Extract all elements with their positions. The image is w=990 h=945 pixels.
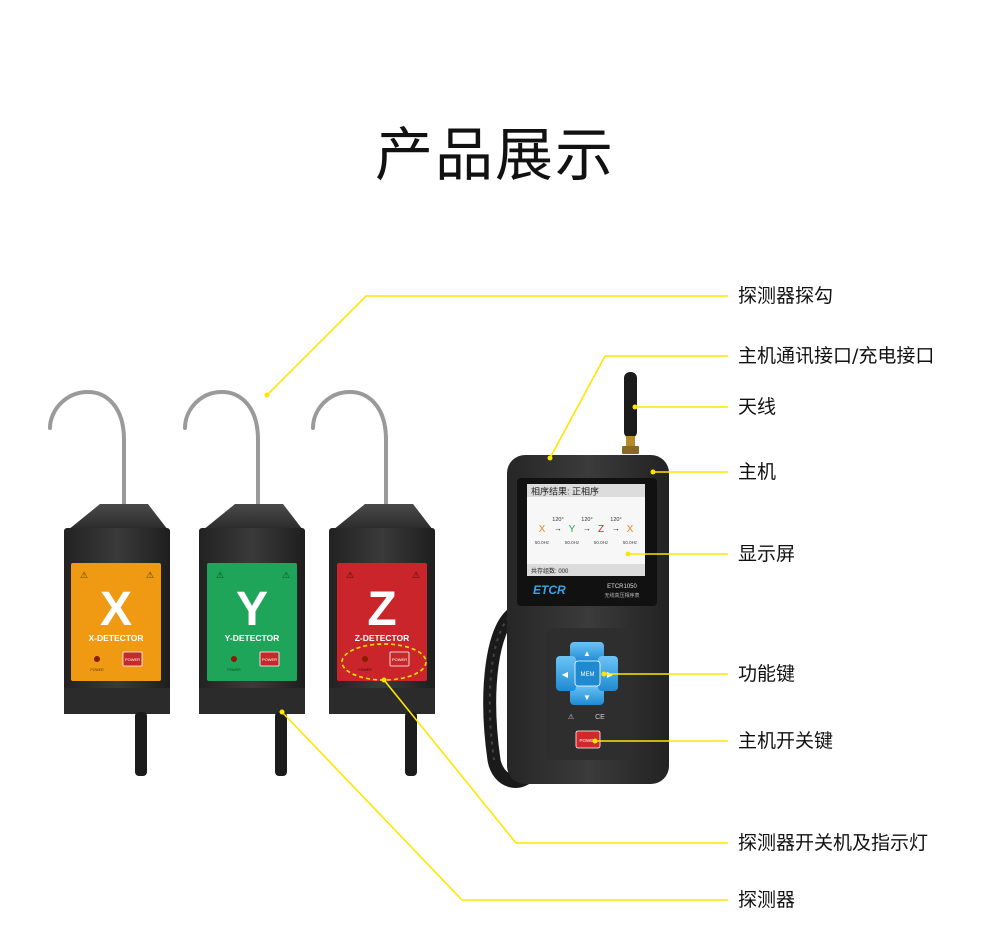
detector-roof-y xyxy=(203,504,303,530)
detector-power-button-z[interactable] xyxy=(389,651,410,667)
svg-text:POWER: POWER xyxy=(262,657,277,662)
detector-name-y: Y-DETECTOR xyxy=(225,633,280,643)
host-model: ETCR1050 xyxy=(607,584,637,590)
indicator-led-x xyxy=(94,656,100,662)
leader-detector-power-indicator xyxy=(383,679,728,844)
callout-antenna: 天线 xyxy=(738,396,777,418)
probe-hook-x xyxy=(48,389,126,507)
screen-header: 相序结果: 正相序 xyxy=(531,486,599,497)
detector-probe-y xyxy=(275,712,287,776)
detector-label-panel-x xyxy=(71,563,161,681)
screen-phase-y: Y xyxy=(569,524,576,535)
svg-text:50.0Hz: 50.0Hz xyxy=(535,540,550,545)
key-mem[interactable] xyxy=(574,660,601,687)
host-device: 相序结果: 正相序 120° 120° 120° X → Y → Z → X 5… xyxy=(483,372,669,788)
detector-power-button-x[interactable] xyxy=(122,651,143,667)
probe-hook-y xyxy=(183,389,260,507)
power-indicator-highlight xyxy=(341,643,427,681)
probe-hook-z xyxy=(311,389,388,507)
screen-footer: 共存组数: 000 xyxy=(531,567,569,575)
warning-icon: ⚠ xyxy=(216,570,224,580)
svg-text:120°: 120° xyxy=(581,517,592,523)
indicator-led-y xyxy=(231,656,237,662)
svg-text:120°: 120° xyxy=(552,517,563,523)
detector-power-button-y[interactable] xyxy=(259,651,280,667)
detector-roof-z xyxy=(333,504,433,530)
callout-host-power-key: 主机开关键 xyxy=(738,730,834,752)
arrow-right-icon: → xyxy=(554,524,562,533)
svg-text:POWER: POWER xyxy=(125,657,140,662)
screen-phase-z: Z xyxy=(598,524,604,535)
key-left[interactable] xyxy=(556,656,576,691)
callout-host: 主机 xyxy=(738,461,777,483)
callout-display: 显示屏 xyxy=(738,543,796,565)
svg-text:POWER: POWER xyxy=(392,657,407,662)
detector-label-panel-y xyxy=(207,563,297,681)
warning-icon: ⚠ xyxy=(412,570,420,580)
key-down[interactable] xyxy=(570,685,604,705)
detector-letter-z: Z xyxy=(367,583,396,636)
leader-probe-hook xyxy=(266,295,728,396)
detector-z: ⚠ ⚠ Z Z-DETECTOR POWER POWER xyxy=(311,389,435,776)
arrow-left-icon: ◀ xyxy=(562,670,569,679)
display-screen xyxy=(527,484,645,576)
detector-name-z: Z-DETECTOR xyxy=(355,633,410,643)
leader-comm-port xyxy=(549,355,728,459)
detector-name-x: X-DETECTOR xyxy=(88,633,143,643)
arrow-right-icon: → xyxy=(612,524,620,533)
detector-probe-z xyxy=(405,712,417,776)
detector-roof-x xyxy=(68,504,168,530)
key-up[interactable] xyxy=(570,642,604,662)
callout-comm-port: 主机通讯接口/充电接口 xyxy=(738,345,935,367)
svg-text:POWER: POWER xyxy=(579,738,597,743)
antenna xyxy=(624,372,637,438)
mem-label: MEM xyxy=(581,672,595,678)
warning-icon: ⚠ xyxy=(146,570,154,580)
callout-detector-power-indicator: 探测器开关机及指示灯 xyxy=(738,832,929,854)
page-title: 产品展示 xyxy=(374,121,615,189)
svg-text:POWER: POWER xyxy=(227,668,241,672)
svg-text:POWER: POWER xyxy=(90,668,104,672)
detector-label-panel-z xyxy=(337,563,427,681)
detector-letter-x: X xyxy=(100,583,132,636)
svg-text:50.0Hz: 50.0Hz xyxy=(565,540,580,545)
leader-lines xyxy=(266,295,728,901)
svg-text:120°: 120° xyxy=(610,517,621,523)
arrow-up-icon: ▲ xyxy=(583,649,591,658)
arrow-right-icon: → xyxy=(583,524,591,533)
arrow-down-icon: ▼ xyxy=(583,693,591,702)
brand-logo: ETCR xyxy=(533,583,566,597)
callout-detector: 探测器 xyxy=(738,889,796,911)
callout-function-keys: 功能键 xyxy=(738,663,796,685)
host-power-button[interactable] xyxy=(575,730,601,749)
screen-phase-x2: X xyxy=(627,524,634,535)
warning-icon: ⚠ xyxy=(80,570,88,580)
screen-phase-x: X xyxy=(539,524,546,535)
warning-icon: ⚠ xyxy=(346,570,354,580)
leader-endpoints xyxy=(264,392,656,744)
svg-text:POWER: POWER xyxy=(358,668,372,672)
callout-probe-hook: 探测器探勾 xyxy=(738,285,834,307)
detector-x: ⚠ ⚠ X X-DETECTOR POWER POWER xyxy=(48,389,170,776)
host-subtitle: 无线高压相序表 xyxy=(604,592,639,599)
leader-detector xyxy=(281,711,728,901)
detector-y: ⚠ ⚠ Y Y-DETECTOR POWER POWER xyxy=(183,389,305,776)
detector-letter-y: Y xyxy=(236,583,268,636)
svg-text:50.0Hz: 50.0Hz xyxy=(623,540,638,545)
warning-icon: ⚠ xyxy=(568,713,575,721)
warning-icon: ⚠ xyxy=(282,570,290,580)
detector-probe-x xyxy=(135,712,147,776)
indicator-led-z xyxy=(362,656,368,662)
ce-mark-icon: CE xyxy=(595,714,605,721)
svg-text:50.0Hz: 50.0Hz xyxy=(594,540,609,545)
